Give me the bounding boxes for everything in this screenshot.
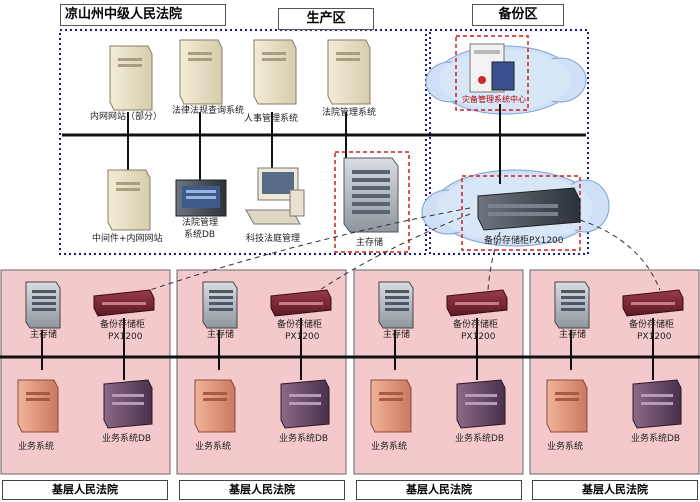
branch-label-cabinet-line2: PX1200 [461,332,496,342]
database-server-icon [103,379,153,429]
branch-label-business-db: 业务系统DB [455,434,505,444]
workstation-icon [245,167,305,225]
server-icon [17,379,59,433]
branch-label-main-storage: 主存储 [383,330,411,340]
branch-label-cabinet-line2: PX1200 [285,332,320,342]
server-icon [107,169,151,231]
zone-label-backup: 备份区 [472,4,564,26]
node-label-court-mgmt: 法院管理系统 [322,108,377,118]
branch-label-main-storage: 主存储 [30,330,58,340]
branch-label-business-db: 业务系统DB [279,434,329,444]
node-label-law-query: 法律法规查询系统 [172,106,245,116]
node-label-intranet: 内网网站（部分） [90,112,163,122]
backup-cabinet-icon [477,187,581,231]
branch-label-cabinet-line1: 备份存储柜 [277,320,323,330]
main-storage-highlight [334,151,410,253]
branch-label-business-system: 业务系统 [371,442,408,452]
node-label-backup-cabinet: 备份存储柜PX1200 [484,236,564,246]
branch-court-name: 基层人民法院 [356,480,522,500]
storage-tower-icon [343,157,399,233]
page-title: 凉山州中级人民法院 [60,4,226,26]
server-icon [253,39,297,105]
zone-label-production: 生产区 [278,8,374,30]
node-label-disaster-center: 灾备管理系统中心 [462,95,526,104]
branch-label-main-storage: 主存储 [559,330,587,340]
branch-label-cabinet-line2: PX1200 [637,332,672,342]
branch-devices [17,281,155,433]
backup-cabinet-icon [93,289,155,317]
node-label-court-db-line1: 法院管理 [182,218,219,228]
node-label-hr: 人事管理系统 [244,114,299,124]
node-label-court-db-line2: 系统DB [184,230,216,240]
branch-label-business-system: 业务系统 [195,442,232,452]
branch-label-business-system: 业务系统 [547,442,584,452]
branch-label-cabinet-line1: 备份存储柜 [629,320,675,330]
disaster-center-server-icon [469,43,515,93]
network-drops [127,104,501,184]
branch-court-name: 基层人民法院 [179,480,345,500]
branch-label-business-system: 业务系统 [18,442,55,452]
server-icon [179,39,223,105]
branch-court-name: 基层人民法院 [2,480,168,500]
branch-court-name: 基层人民法院 [532,480,698,500]
branch-label-cabinet-line2: PX1200 [108,332,143,342]
storage-tower-icon [25,281,61,329]
node-label-middleware: 中间件+内网网站 [92,234,163,244]
database-server-icon [175,179,227,217]
server-icon [327,39,371,105]
disaster-center-highlight [455,35,529,111]
branch-label-cabinet-line1: 备份存储柜 [100,320,146,330]
branch-label-main-storage: 主存储 [207,330,235,340]
backup-zone-border [429,29,589,255]
node-label-tech-court: 科技法庭管理 [246,234,301,244]
branch-label-cabinet-line1: 备份存储柜 [453,320,499,330]
branch-label-business-db: 业务系统DB [631,434,681,444]
backup-links [149,207,661,291]
server-icon [109,45,153,111]
node-label-main-storage: 主存储 [356,238,384,248]
branch-label-business-db: 业务系统DB [102,434,152,444]
